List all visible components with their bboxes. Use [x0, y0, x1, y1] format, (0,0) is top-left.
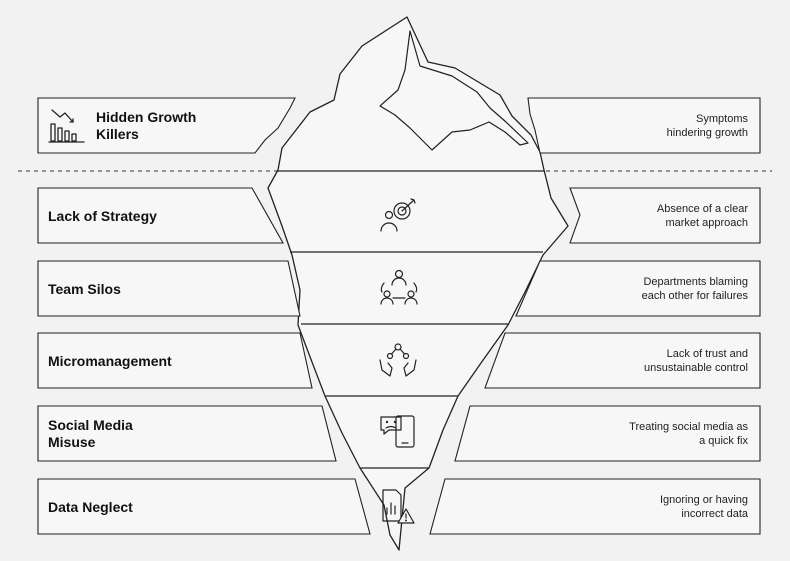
layer-label-team-silos: Team Silos: [48, 280, 121, 297]
layer-description-team-silos: Departments blaming each other for failu…: [641, 276, 748, 302]
hands-control-icon: [379, 343, 417, 377]
layer-label-box: [37, 405, 337, 462]
layer-description-box: [569, 187, 761, 244]
layer-description-data-neglect: Ignoring or having incorrect data: [659, 494, 748, 520]
layer-description-box: [429, 478, 761, 535]
layer-description-box: [515, 260, 761, 317]
layer-label-lack-of-strategy: Lack of Strategy: [48, 207, 157, 224]
header-description-line: Symptoms: [696, 113, 748, 125]
header-description: Symptoms hindering growth: [667, 106, 748, 146]
layer-description-lack-of-strategy: Absence of a clear market approach: [656, 203, 748, 229]
layer-label-social-media-misuse: Social Media Misuse: [48, 417, 133, 450]
layer-label-box: [37, 260, 301, 317]
header-title-box: [37, 97, 296, 154]
layer-label-micromanagement: Micromanagement: [48, 352, 172, 369]
layer-label-box: [37, 187, 284, 244]
phone-sad-chat-icon: [380, 415, 415, 448]
header-title: Hidden Growth Killers: [96, 106, 196, 146]
header-description-box: [527, 97, 761, 154]
team-group-icon: [380, 269, 418, 305]
layer-label-box: [37, 332, 313, 389]
layer-description-social-media-misuse: Treating social media as a quick fix: [629, 421, 748, 447]
declining-bar-chart-icon: [48, 109, 85, 143]
document-warning-icon: [382, 489, 415, 524]
header-title-line: Killers: [96, 126, 139, 142]
layer-label-box: [37, 478, 371, 535]
layer-description-micromanagement: Lack of trust and unsustainable control: [644, 348, 748, 374]
iceberg-highlight: [379, 30, 529, 151]
header-title-line: Hidden Growth: [96, 109, 197, 125]
layer-description-box: [454, 405, 761, 462]
layer-description-box: [484, 332, 761, 389]
target-person-icon: [380, 198, 416, 232]
layer-label-data-neglect: Data Neglect: [48, 498, 133, 515]
header-description-line: hindering growth: [666, 127, 748, 139]
